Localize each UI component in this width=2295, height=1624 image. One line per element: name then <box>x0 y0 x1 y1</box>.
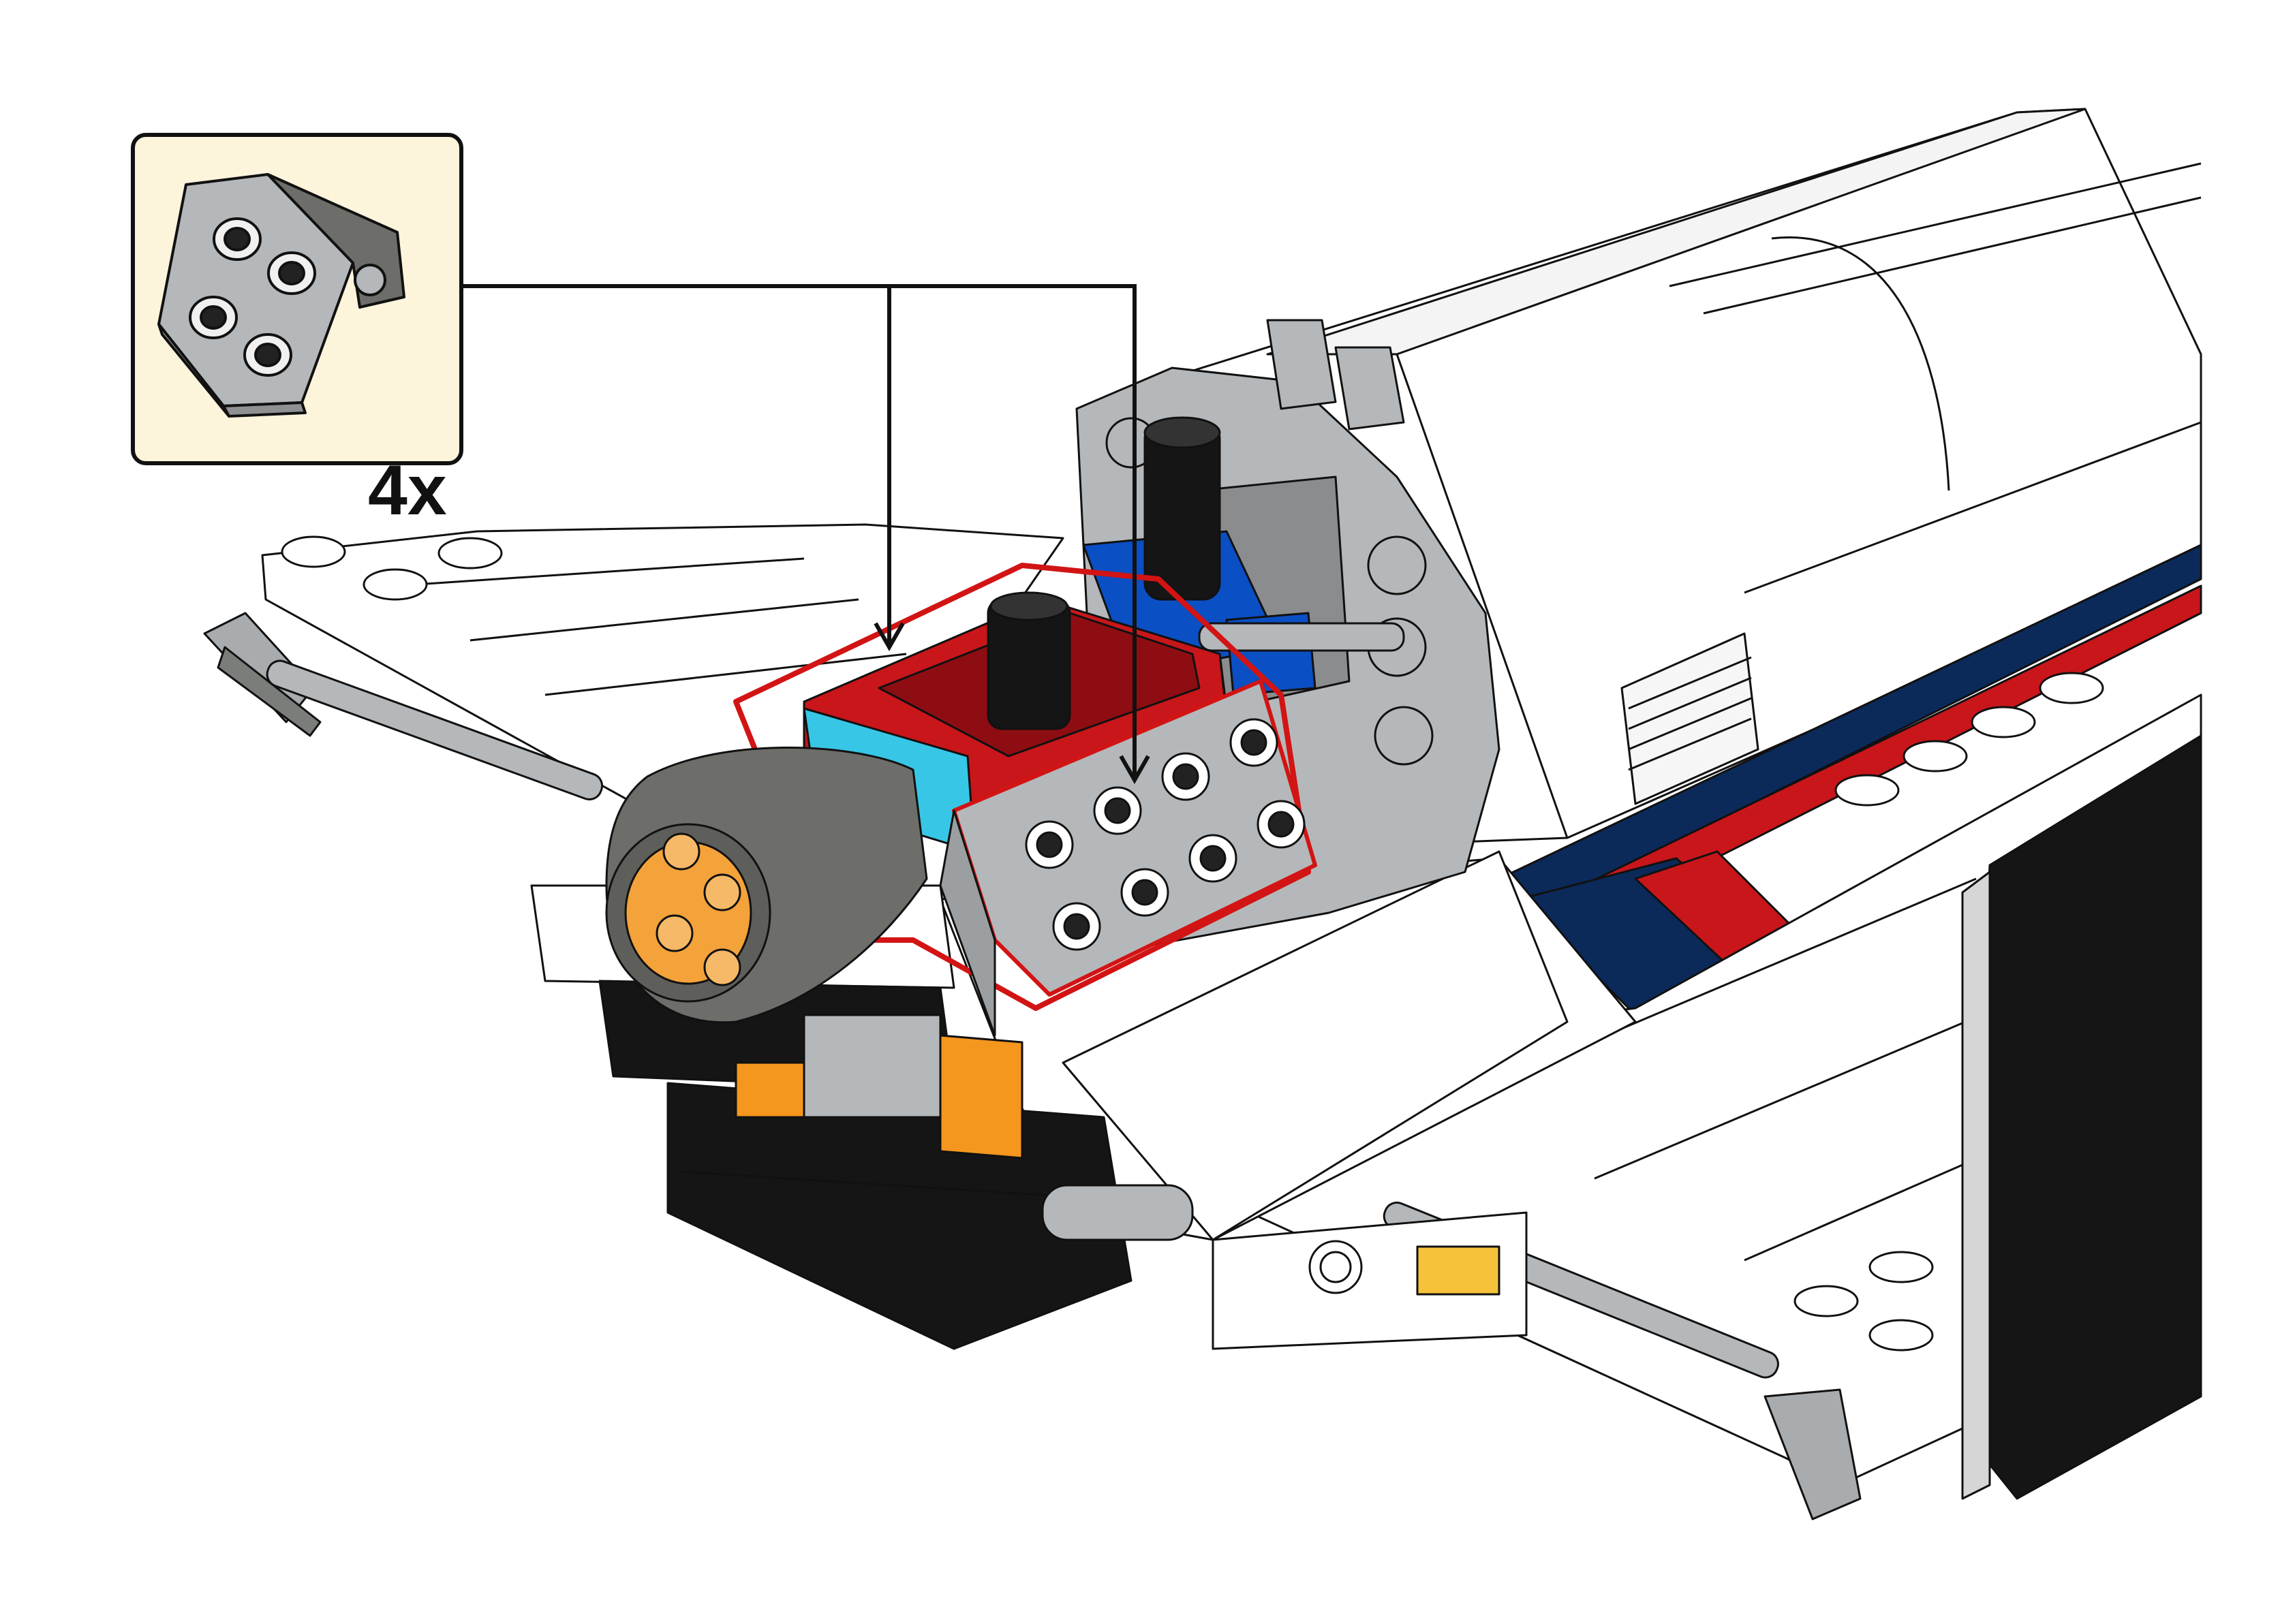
engine-nozzle <box>605 747 928 1024</box>
part-quantity-label: 4x <box>368 451 447 530</box>
bracket-plate-2x2-icon <box>157 173 405 418</box>
slope-plate <box>939 679 1317 1037</box>
parts-callout-box <box>131 133 463 465</box>
callout-leader-lines <box>463 284 1150 785</box>
highlighted-new-parts <box>733 563 1311 1011</box>
central-body <box>530 850 1637 1350</box>
